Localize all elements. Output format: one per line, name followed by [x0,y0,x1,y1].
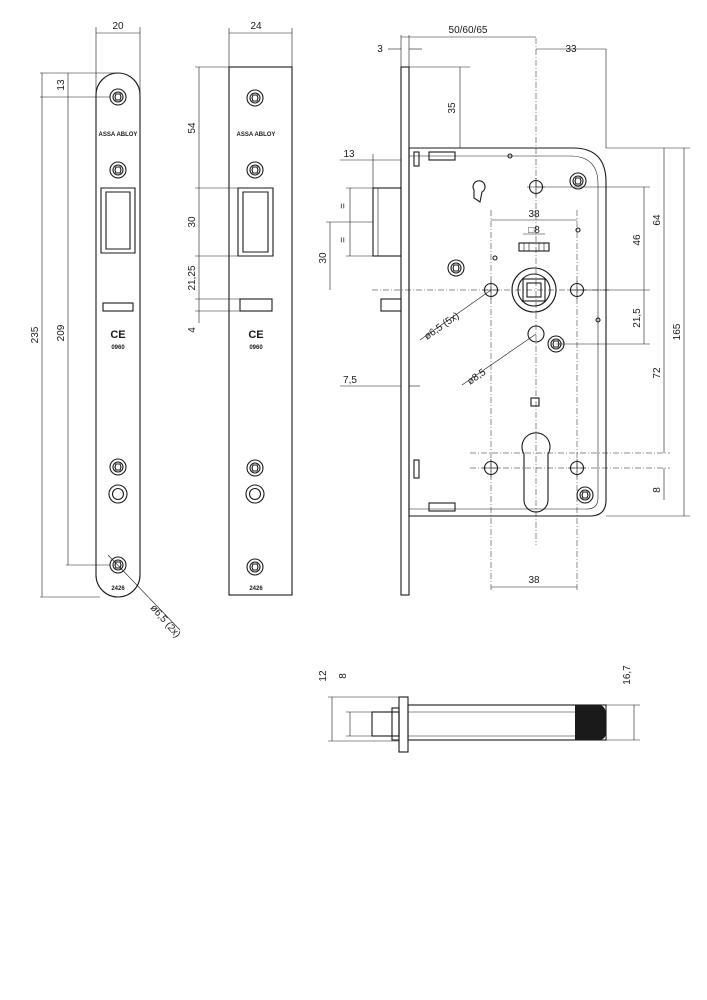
latch-bolt [372,187,402,257]
deadbolt-slot [102,302,134,312]
dim-38-bottom: 38 [528,575,540,586]
cylinder-screw-icon [108,484,128,504]
dim-holes: 209 [56,324,67,341]
hole-callout-8-5: ø8,5 [465,367,488,388]
dim-4: 4 [187,327,198,333]
side-view: 12 8 16,7 [318,665,640,753]
dim-165: 165 [672,323,683,340]
dim-12: 12 [318,670,329,682]
screw-icon [246,558,264,576]
forend-strip [400,66,410,596]
dim-width: 20 [112,21,124,32]
cylinder-screw-icon [245,484,265,504]
deadbolt-slot [239,298,273,312]
dim-square: □8 [528,225,540,236]
faceplate-right: ASSA ABLOY CE 0960 2426 24 54 30 21,25 4 [187,21,293,596]
deadbolt [380,298,402,312]
screw-icon [447,259,465,277]
dim-30: 30 [318,252,329,264]
dim-72: 72 [652,367,663,379]
screw-icon [569,172,587,190]
dim-35: 35 [447,102,458,114]
forend-side [398,696,409,753]
dim-total: 235 [30,326,41,343]
ce-mark: CE [248,329,263,341]
dim-equal: = [338,237,349,243]
dim-54: 54 [187,122,198,134]
brand-label: ASSA ABLOY [99,132,138,138]
latch-opening [237,187,274,257]
hole-callout: ø6,5 (2x) [148,603,183,640]
latch-side [371,711,400,737]
dim-21-5: 21,5 [632,308,643,328]
faceplate-left: ASSA ABLOY CE 0960 2426 20 13 235 209 ø6… [30,21,182,640]
dim-7-5: 7,5 [343,375,357,386]
screw-icon [246,459,264,477]
dim-30: 30 [187,216,198,228]
screw-icon [109,161,127,179]
dim-16-7: 16,7 [622,665,633,685]
screw-icon [576,486,594,504]
dim-64: 64 [652,214,663,226]
dim-backset: 50/60/65 [449,25,488,36]
latch-opening [100,187,136,254]
dim-21-25: 21,25 [187,265,198,290]
faceplate-right-outline [228,66,293,596]
dim-33: 33 [565,44,577,55]
dim-equal: = [338,203,349,209]
part-number: 2426 [111,586,125,592]
lock-case-outline [408,147,607,517]
lock-body: 3 50/60/65 33 35 13 = = 30 7,5 38 □8 ø6,… [318,25,690,596]
ce-mark: CE [110,329,125,341]
dim-46: 46 [632,234,643,246]
hole-callout-5x: ø6,5 (5x) [422,310,461,342]
ce-number: 0960 [111,345,125,351]
faceplate-left-outline [95,72,141,598]
dim-13: 13 [343,149,355,160]
dim-38-top: 38 [528,209,540,220]
dim-3: 3 [377,44,383,55]
ce-number: 0960 [249,345,263,351]
dim-top: 13 [56,79,67,91]
part-number: 2426 [249,586,263,592]
dim-width: 24 [250,21,262,32]
cylinder-cutout [521,432,551,513]
screw-icon [246,89,264,107]
dim-8: 8 [652,487,663,493]
brand-label: ASSA ABLOY [237,132,276,138]
screw-icon [109,88,127,106]
screw-icon [109,458,127,476]
dim-8: 8 [338,673,349,679]
screw-icon [246,161,264,179]
